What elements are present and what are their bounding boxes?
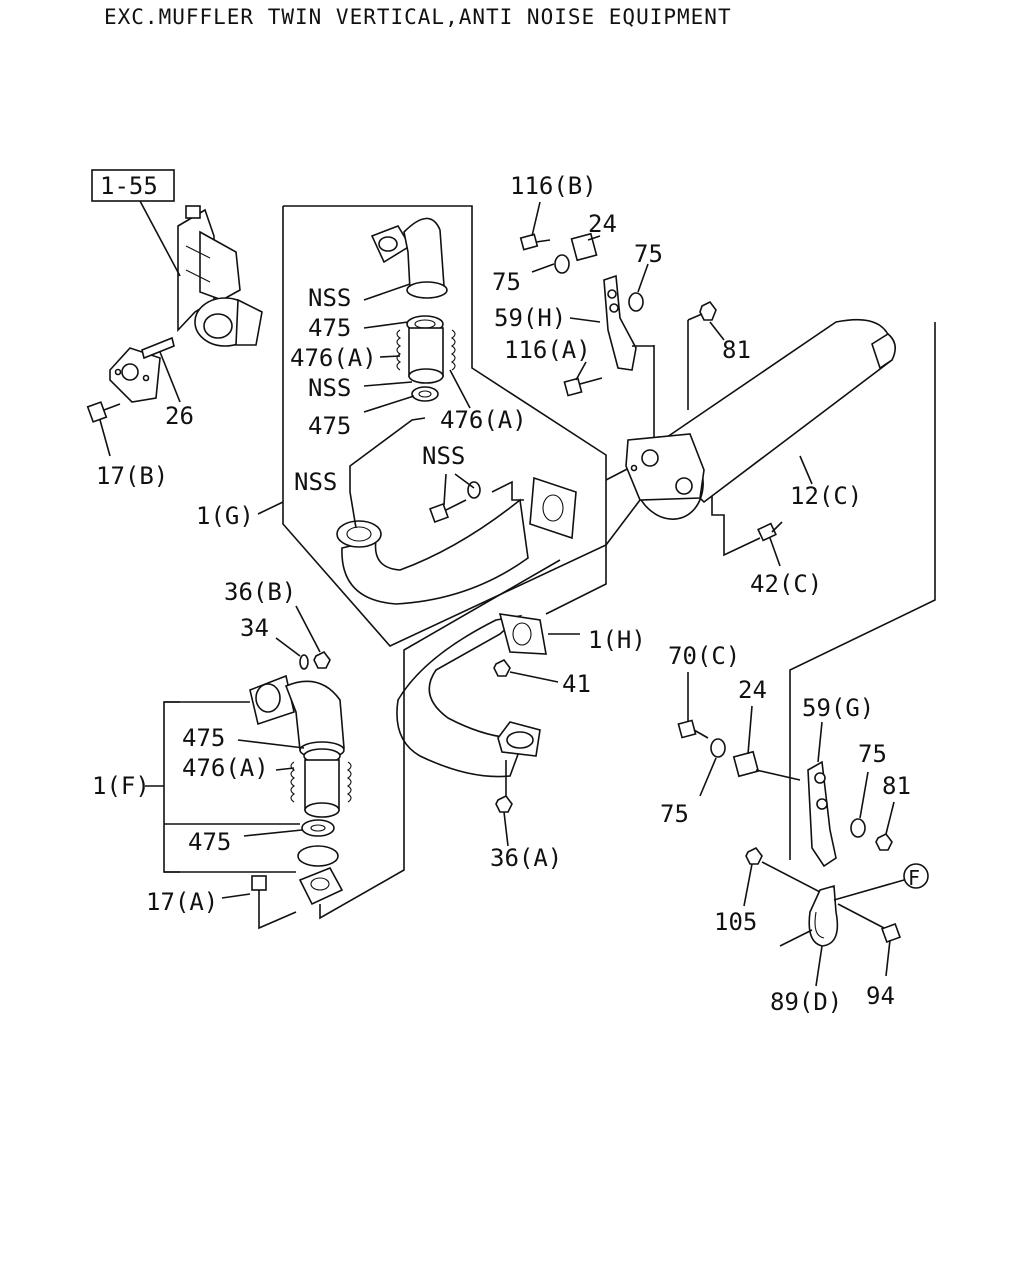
group-1g-leaders	[257, 283, 524, 529]
washer-75-lower-left[interactable]	[699, 738, 726, 797]
label-89d: 89(D)	[770, 988, 842, 1016]
label-476a-top: 476(A)	[290, 344, 377, 372]
bolt-94[interactable]	[837, 903, 901, 977]
callout-f[interactable]: F	[903, 863, 929, 890]
label-475-1f-top: 475	[182, 724, 225, 752]
bracket-59h[interactable]	[569, 274, 654, 371]
label-1g: 1(G)	[196, 502, 254, 530]
diagram-title: EXC.MUFFLER TWIN VERTICAL,ANTI NOISE EQU…	[104, 5, 732, 29]
bolt-116a[interactable]	[563, 361, 603, 397]
label-116b: 116(B)	[510, 172, 597, 200]
clamp-89d[interactable]	[779, 879, 905, 987]
label-476a-1f: 476(A)	[182, 754, 269, 782]
label-nss-3: NSS	[422, 442, 465, 470]
label-81-upper: 81	[722, 336, 751, 364]
label-59h: 59(H)	[494, 304, 566, 332]
label-36a: 36(A)	[490, 844, 562, 872]
label-75-lower-right: 75	[858, 740, 887, 768]
callout-f-letter: F	[908, 866, 920, 890]
label-75-upper-left: 75	[492, 268, 521, 296]
bolt-116b[interactable]	[519, 201, 551, 251]
part-labels: 116(B) 24 75 75 59(H) 81 116(A) 26 17(B)…	[92, 172, 911, 1016]
nut-81-lower[interactable]	[875, 801, 895, 851]
flange-pipe-1f[interactable]	[297, 559, 561, 920]
washer-75-upper-right[interactable]	[628, 263, 649, 312]
label-475-1f-bottom: 475	[188, 828, 231, 856]
bellows-476a-lower[interactable]	[290, 748, 352, 818]
label-475-second: 475	[308, 412, 351, 440]
seal-ring-475-lower[interactable]	[301, 819, 335, 837]
flange-plate-and-stud[interactable]	[109, 336, 181, 403]
label-34: 34	[240, 614, 269, 642]
label-94: 94	[866, 982, 895, 1010]
label-36b: 36(B)	[224, 578, 296, 606]
label-105: 105	[714, 908, 757, 936]
label-475-top: 475	[308, 314, 351, 342]
muffler-frame	[653, 320, 936, 860]
label-26: 26	[165, 402, 194, 430]
spacer-24-upper[interactable]	[570, 232, 601, 262]
label-12c: 12(C)	[790, 482, 862, 510]
nut-81-upper[interactable]	[687, 300, 725, 341]
washer-75-lower-right[interactable]	[850, 771, 869, 838]
label-476a-second: 476(A)	[440, 406, 527, 434]
bolt-70c[interactable]	[677, 672, 709, 739]
reference-box[interactable]: 1-55	[91, 169, 175, 202]
bolt-17a[interactable]	[221, 875, 297, 930]
spacer-24-lower[interactable]	[732, 705, 801, 781]
bolt-42c[interactable]	[757, 521, 783, 567]
seal-ring-475-bottom[interactable]	[411, 386, 439, 402]
label-nss-1: NSS	[308, 284, 351, 312]
elbow-pipe-1f[interactable]	[249, 674, 345, 759]
pipe-1h[interactable]	[396, 499, 641, 778]
label-24-lower: 24	[738, 676, 767, 704]
muffler-12c[interactable]	[622, 318, 896, 529]
label-24-upper: 24	[588, 210, 617, 238]
bellows-476a-top[interactable]	[396, 327, 456, 384]
pipe-1g[interactable]	[336, 476, 577, 605]
nut-41[interactable]	[493, 658, 559, 683]
label-17a: 17(A)	[146, 888, 218, 916]
bolt-nss[interactable]	[429, 481, 481, 523]
label-75-upper-right: 75	[634, 240, 663, 268]
group-1f-bracket	[145, 701, 300, 873]
elbow-pipe-top[interactable]	[370, 217, 448, 299]
label-70c: 70(C)	[668, 642, 740, 670]
nut-36b-and-washer-34[interactable]	[275, 605, 331, 670]
label-1f: 1(F)	[92, 772, 150, 800]
label-nss-4: NSS	[294, 468, 337, 496]
label-42c: 42(C)	[750, 570, 822, 598]
exhaust-brake-assembly[interactable]	[139, 200, 263, 347]
label-81-lower: 81	[882, 772, 911, 800]
label-59g: 59(G)	[802, 694, 874, 722]
label-75-lower-left: 75	[660, 800, 689, 828]
label-17b: 17(B)	[96, 462, 168, 490]
label-41: 41	[562, 670, 591, 698]
nut-105[interactable]	[743, 846, 821, 907]
label-116a: 116(A)	[504, 336, 591, 364]
reference-box-label: 1-55	[100, 172, 158, 200]
group-1f-leaders	[237, 739, 305, 837]
bolt-17b[interactable]	[86, 401, 121, 457]
label-1h: 1(H)	[588, 626, 646, 654]
washer-75-upper-left[interactable]	[531, 254, 570, 274]
bracket-59g[interactable]	[807, 721, 837, 868]
nut-36a[interactable]	[495, 760, 513, 847]
label-nss-2: NSS	[308, 374, 351, 402]
